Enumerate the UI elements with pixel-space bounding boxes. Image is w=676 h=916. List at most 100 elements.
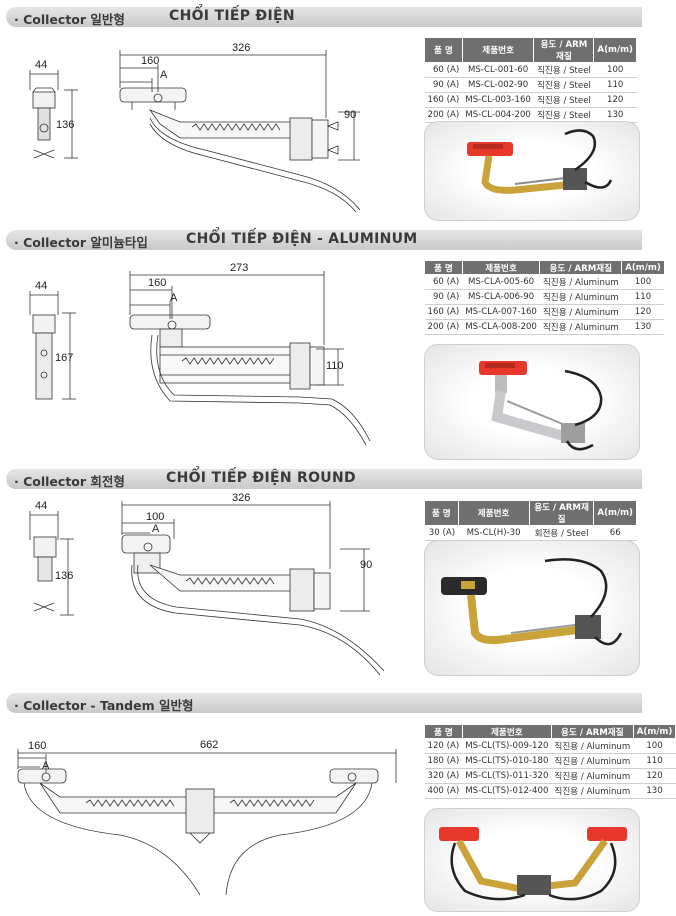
dim-a: A — [170, 292, 178, 304]
dim-width: 44 — [35, 59, 47, 71]
header-cell: 품 명 — [424, 724, 463, 739]
dim-height: 136 — [55, 570, 73, 582]
section-banner: · Collector 회전형 CHỔI TIẾP ĐIỆN ROUND — [6, 469, 642, 489]
dim-a: A — [42, 760, 50, 772]
cell: 90 (A) — [424, 289, 463, 305]
dim-total: 326 — [232, 42, 250, 54]
spec-table: 품 명 제품번호 용도 / ARM재질 A(m/m) 60 (A)MS-CL-0… — [424, 37, 637, 123]
header-cell: A(m/m) — [632, 724, 676, 739]
section-title: · Collector 일반형 — [14, 12, 125, 27]
cell: 120 (A) — [424, 738, 463, 754]
cell: 110 — [593, 77, 637, 93]
cell: 직진용 / Aluminum — [539, 304, 622, 320]
cell: 100 — [593, 62, 637, 78]
header-cell: 용도 / ARM재질 — [550, 724, 634, 739]
cell: 직진용 / Steel — [533, 92, 594, 108]
cell: MS-CL(H)-30 — [458, 525, 530, 541]
product-photo — [424, 540, 640, 676]
cell: 400 (A) — [424, 783, 463, 799]
table-header: 품 명 제품번호 용도 / ARM재질 A(m/m) — [424, 724, 676, 739]
header-cell: A(m/m) — [621, 260, 665, 275]
header-cell: 제품번호 — [461, 724, 552, 739]
header-cell: A(m/m) — [593, 37, 637, 63]
dim-depth: 90 — [360, 559, 372, 571]
dim-a: A — [160, 69, 168, 81]
cell: 30 (A) — [424, 525, 459, 541]
header-cell: A(m/m) — [593, 500, 637, 526]
cell: 120 — [593, 92, 637, 108]
header-cell: 용도 / ARM재질 — [533, 37, 595, 63]
dim-total: 273 — [230, 262, 248, 274]
cell: MS-CLA-005-60 — [462, 274, 540, 290]
cell: 180 (A) — [424, 753, 463, 769]
dim-offset: 100 — [146, 511, 164, 523]
cell: 120 — [633, 768, 676, 784]
header-cell: 제품번호 — [461, 37, 535, 63]
cell: 60 (A) — [424, 62, 463, 78]
cell: 직진용 / Aluminum — [551, 768, 634, 784]
dim-offset: 160 — [28, 740, 46, 752]
product-photo — [424, 344, 640, 460]
section-banner: · Collector - Tandem 일반형 — [6, 693, 642, 713]
cell: 직진용 / Aluminum — [539, 289, 622, 305]
header-cell: 용도 / ARM재질 — [528, 500, 595, 526]
cell: 160 (A) — [424, 92, 463, 108]
section-title: · Collector - Tandem 일반형 — [14, 698, 194, 713]
dim-a: A — [152, 523, 160, 535]
header-cell: 용도 / ARM재질 — [539, 260, 623, 275]
cell: 직진용 / Aluminum — [551, 783, 634, 799]
dim-total: 326 — [232, 492, 250, 504]
header-cell: 제품번호 — [461, 260, 541, 275]
technical-drawing: 44 136 326 100 A 90 — [29, 492, 385, 676]
dim-width: 44 — [35, 280, 47, 292]
cell: MS-CL(TS)-012-400 — [462, 783, 552, 799]
cell: 직진용 / Aluminum — [551, 753, 634, 769]
table-header: 품 명 제품번호 용도 / ARM재질 A(m/m) — [424, 37, 637, 63]
spec-table: 품 명 제품번호 용도 / ARM재질 A(m/m) 120 (A)MS-CL(… — [424, 724, 676, 799]
cell: 120 — [621, 304, 665, 320]
dim-height: 136 — [56, 119, 74, 131]
cell: 직진용 / Aluminum — [539, 274, 622, 290]
cell: 100 — [633, 738, 676, 754]
cell: MS-CLA-008-200 — [462, 319, 540, 335]
header-cell: 품 명 — [424, 500, 459, 526]
product-photo — [424, 121, 640, 221]
dim-depth: 110 — [326, 360, 344, 372]
dim-offset: 160 — [148, 277, 166, 289]
cell: 90 (A) — [424, 77, 463, 93]
cell: 200 (A) — [424, 319, 463, 335]
cell: MS-CL-001-60 — [462, 62, 534, 78]
cell: 320 (A) — [424, 768, 463, 784]
cell: 직진용 / Aluminum — [551, 738, 634, 754]
cell: 직진용 / Aluminum — [539, 319, 622, 335]
header-cell: 제품번호 — [457, 500, 530, 526]
section-title: · Collector 회전형 — [14, 474, 125, 489]
dim-depth: 90 — [344, 109, 356, 121]
table-header: 품 명 제품번호 용도 / ARM재질 A(m/m) — [424, 260, 665, 275]
technical-drawing: 44 136 326 160 A 90 — [29, 42, 361, 213]
section-tandem: · Collector - Tandem 일반형 160 A 662 품 명 제… — [0, 685, 676, 916]
header-cell: 품 명 — [424, 37, 463, 63]
cell: 110 — [621, 289, 665, 305]
table-header: 품 명 제품번호 용도 / ARM재질 A(m/m) — [424, 500, 637, 526]
cell: 160 (A) — [424, 304, 463, 320]
section-aluminum: · Collector 알미늄타입 CHỔI TIẾP ĐIỆN - ALUMI… — [0, 225, 665, 465]
cell: 110 — [633, 753, 676, 769]
section-subtitle: CHỔI TIẾP ĐIỆN - ALUMINUM — [186, 231, 418, 247]
technical-drawing: 44 167 273 160 A 110 — [29, 262, 371, 446]
section-round: · Collector 회전형 CHỔI TIẾP ĐIỆN ROUND 44 … — [0, 465, 650, 685]
section-subtitle: CHỔI TIẾP ĐIỆN ROUND — [166, 470, 356, 486]
technical-drawing: 160 A 662 — [17, 739, 397, 896]
